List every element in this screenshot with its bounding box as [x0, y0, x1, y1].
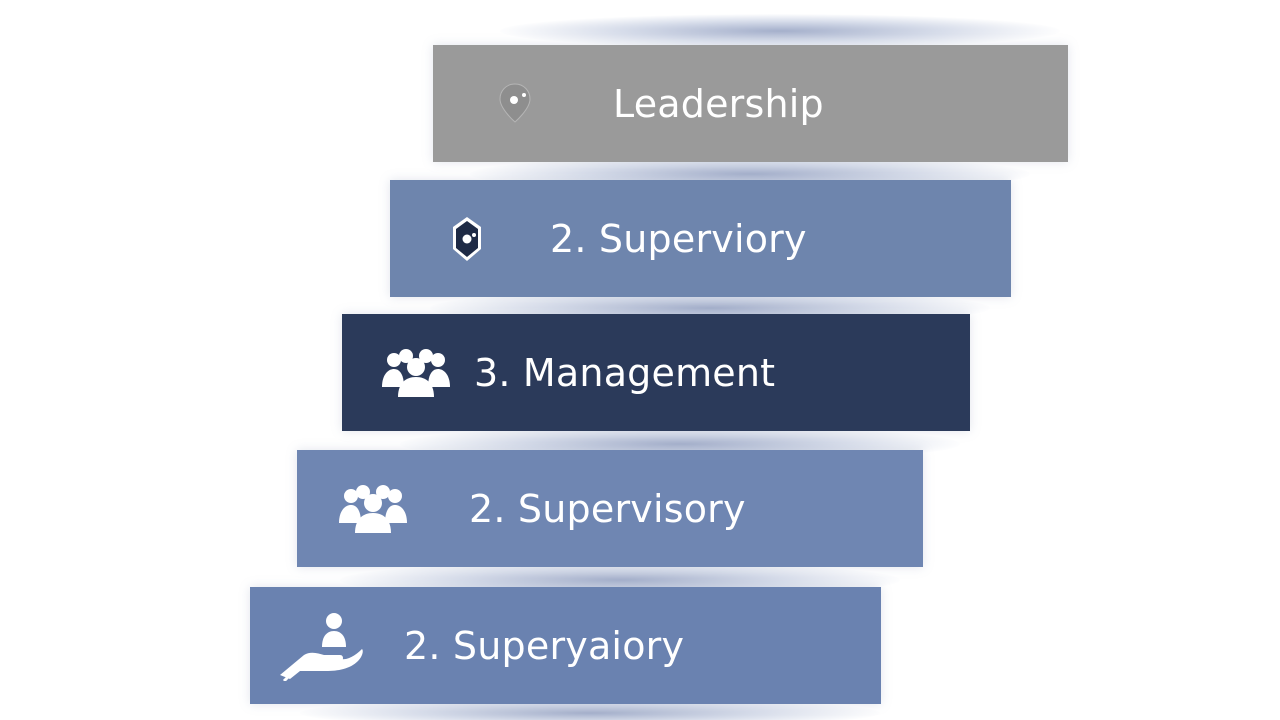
step-label: 2. Supervisory	[469, 486, 746, 531]
people-group-icon	[380, 345, 452, 401]
people-group-icon	[337, 481, 409, 537]
step-label: 2. Superviory	[550, 216, 807, 261]
step-management: 3. Management	[342, 314, 970, 431]
step-label: 3. Management	[474, 350, 776, 395]
hand-person-icon	[276, 611, 366, 681]
step-label: Leadership	[613, 81, 824, 126]
step-label: 2. Superyaiory	[404, 623, 685, 668]
step-superyaiory: 2. Superyaiory	[250, 587, 881, 704]
location-pin-icon	[497, 82, 533, 126]
step-leadership: Leadership	[433, 45, 1068, 162]
shield-badge-icon	[450, 215, 484, 263]
step-shadow	[500, 14, 1060, 48]
step-supervisory: 2. Supervisory	[297, 450, 923, 567]
step-superviory: 2. Superviory	[390, 180, 1011, 297]
